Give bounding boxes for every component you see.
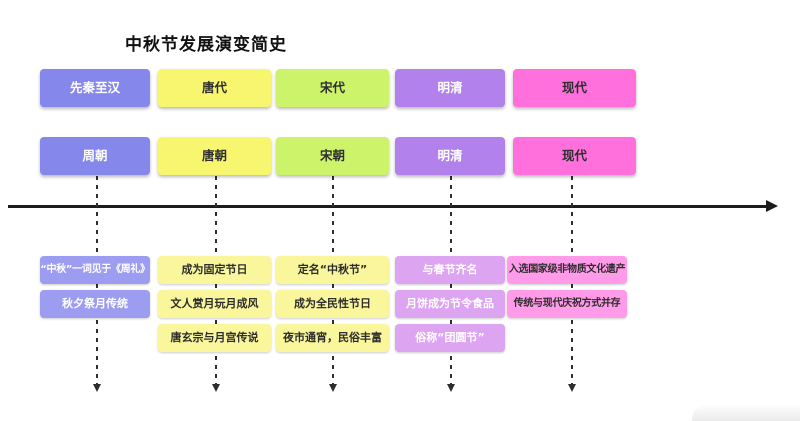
down-arrowhead-icon — [568, 384, 576, 392]
note-box: 秋夕祭月传统 — [40, 290, 150, 318]
note-box: 成为固定节日 — [158, 256, 271, 284]
note-box: 月饼成为节令食品 — [395, 290, 505, 318]
down-arrowhead-icon — [212, 384, 220, 392]
down-arrowhead-icon — [447, 384, 455, 392]
era-box: 唐代 — [158, 69, 271, 107]
note-box: 成为全民性节日 — [276, 290, 389, 318]
down-arrowhead-icon — [329, 384, 337, 392]
dynasty-box: 宋朝 — [276, 137, 389, 175]
corner-watermark — [692, 404, 800, 421]
note-box: 俗称“团圆节” — [395, 324, 505, 352]
note-box: 唐玄宗与月宫传说 — [158, 324, 271, 352]
era-box: 现代 — [513, 69, 636, 107]
note-box: 夜市通宵，民俗丰富 — [276, 324, 389, 352]
era-box: 宋代 — [276, 69, 389, 107]
note-box: 定名“中秋节” — [276, 256, 389, 284]
page-title: 中秋节发展演变简史 — [125, 35, 287, 55]
note-box: 传统与现代庆祝方式并存 — [507, 290, 627, 318]
dynasty-box: 唐朝 — [158, 137, 271, 175]
axis-arrowhead-icon — [766, 200, 778, 212]
note-box: 文人赏月玩月成风 — [158, 290, 271, 318]
dynasty-box: 现代 — [513, 137, 636, 175]
dynasty-box: 周朝 — [40, 137, 150, 175]
timeline-axis — [8, 200, 778, 212]
note-box: 与春节齐名 — [395, 256, 505, 284]
era-box: 明清 — [395, 69, 505, 107]
dynasty-box: 明清 — [395, 137, 505, 175]
down-arrowhead-icon — [93, 384, 101, 392]
note-box: “中秋”一词见于《周礼》 — [40, 256, 150, 284]
note-box: 入选国家级非物质文化遗产 — [507, 256, 627, 284]
era-box: 先秦至汉 — [40, 69, 150, 107]
